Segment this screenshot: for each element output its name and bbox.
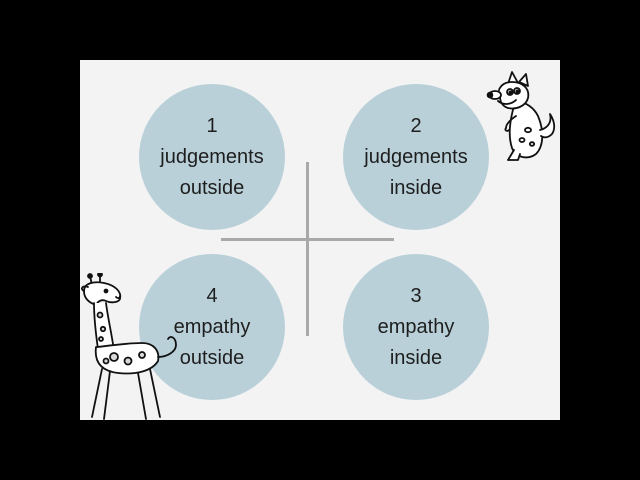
quadrant-label-line1: empathy — [173, 315, 251, 338]
giraffe-doodle-icon — [81, 273, 177, 420]
quadrant-label-line1: judgements — [364, 145, 468, 168]
quadrant-label-line2: inside — [389, 176, 443, 199]
vertical-axis — [306, 162, 309, 336]
slide: 1 judgements outside 2 judgements inside… — [80, 60, 560, 420]
quadrant-3-empathy-inside: 3 empathy inside — [343, 254, 489, 400]
quadrant-number: 4 — [206, 284, 218, 307]
quadrant-label-line2: inside — [389, 346, 443, 369]
dog-doodle-icon — [486, 71, 556, 161]
quadrant-number: 1 — [206, 114, 218, 137]
horizontal-axis — [221, 238, 394, 241]
quadrant-label-line2: outside — [179, 346, 245, 369]
quadrant-label-line1: empathy — [377, 315, 455, 338]
quadrant-2-judgements-inside: 2 judgements inside — [343, 84, 489, 230]
quadrant-1-judgements-outside: 1 judgements outside — [139, 84, 285, 230]
quadrant-number: 2 — [410, 114, 422, 137]
quadrant-label-line1: judgements — [160, 145, 264, 168]
quadrant-4-empathy-outside: 4 empathy outside — [139, 254, 285, 400]
quadrant-number: 3 — [410, 284, 422, 307]
quadrant-label-line2: outside — [179, 176, 245, 199]
